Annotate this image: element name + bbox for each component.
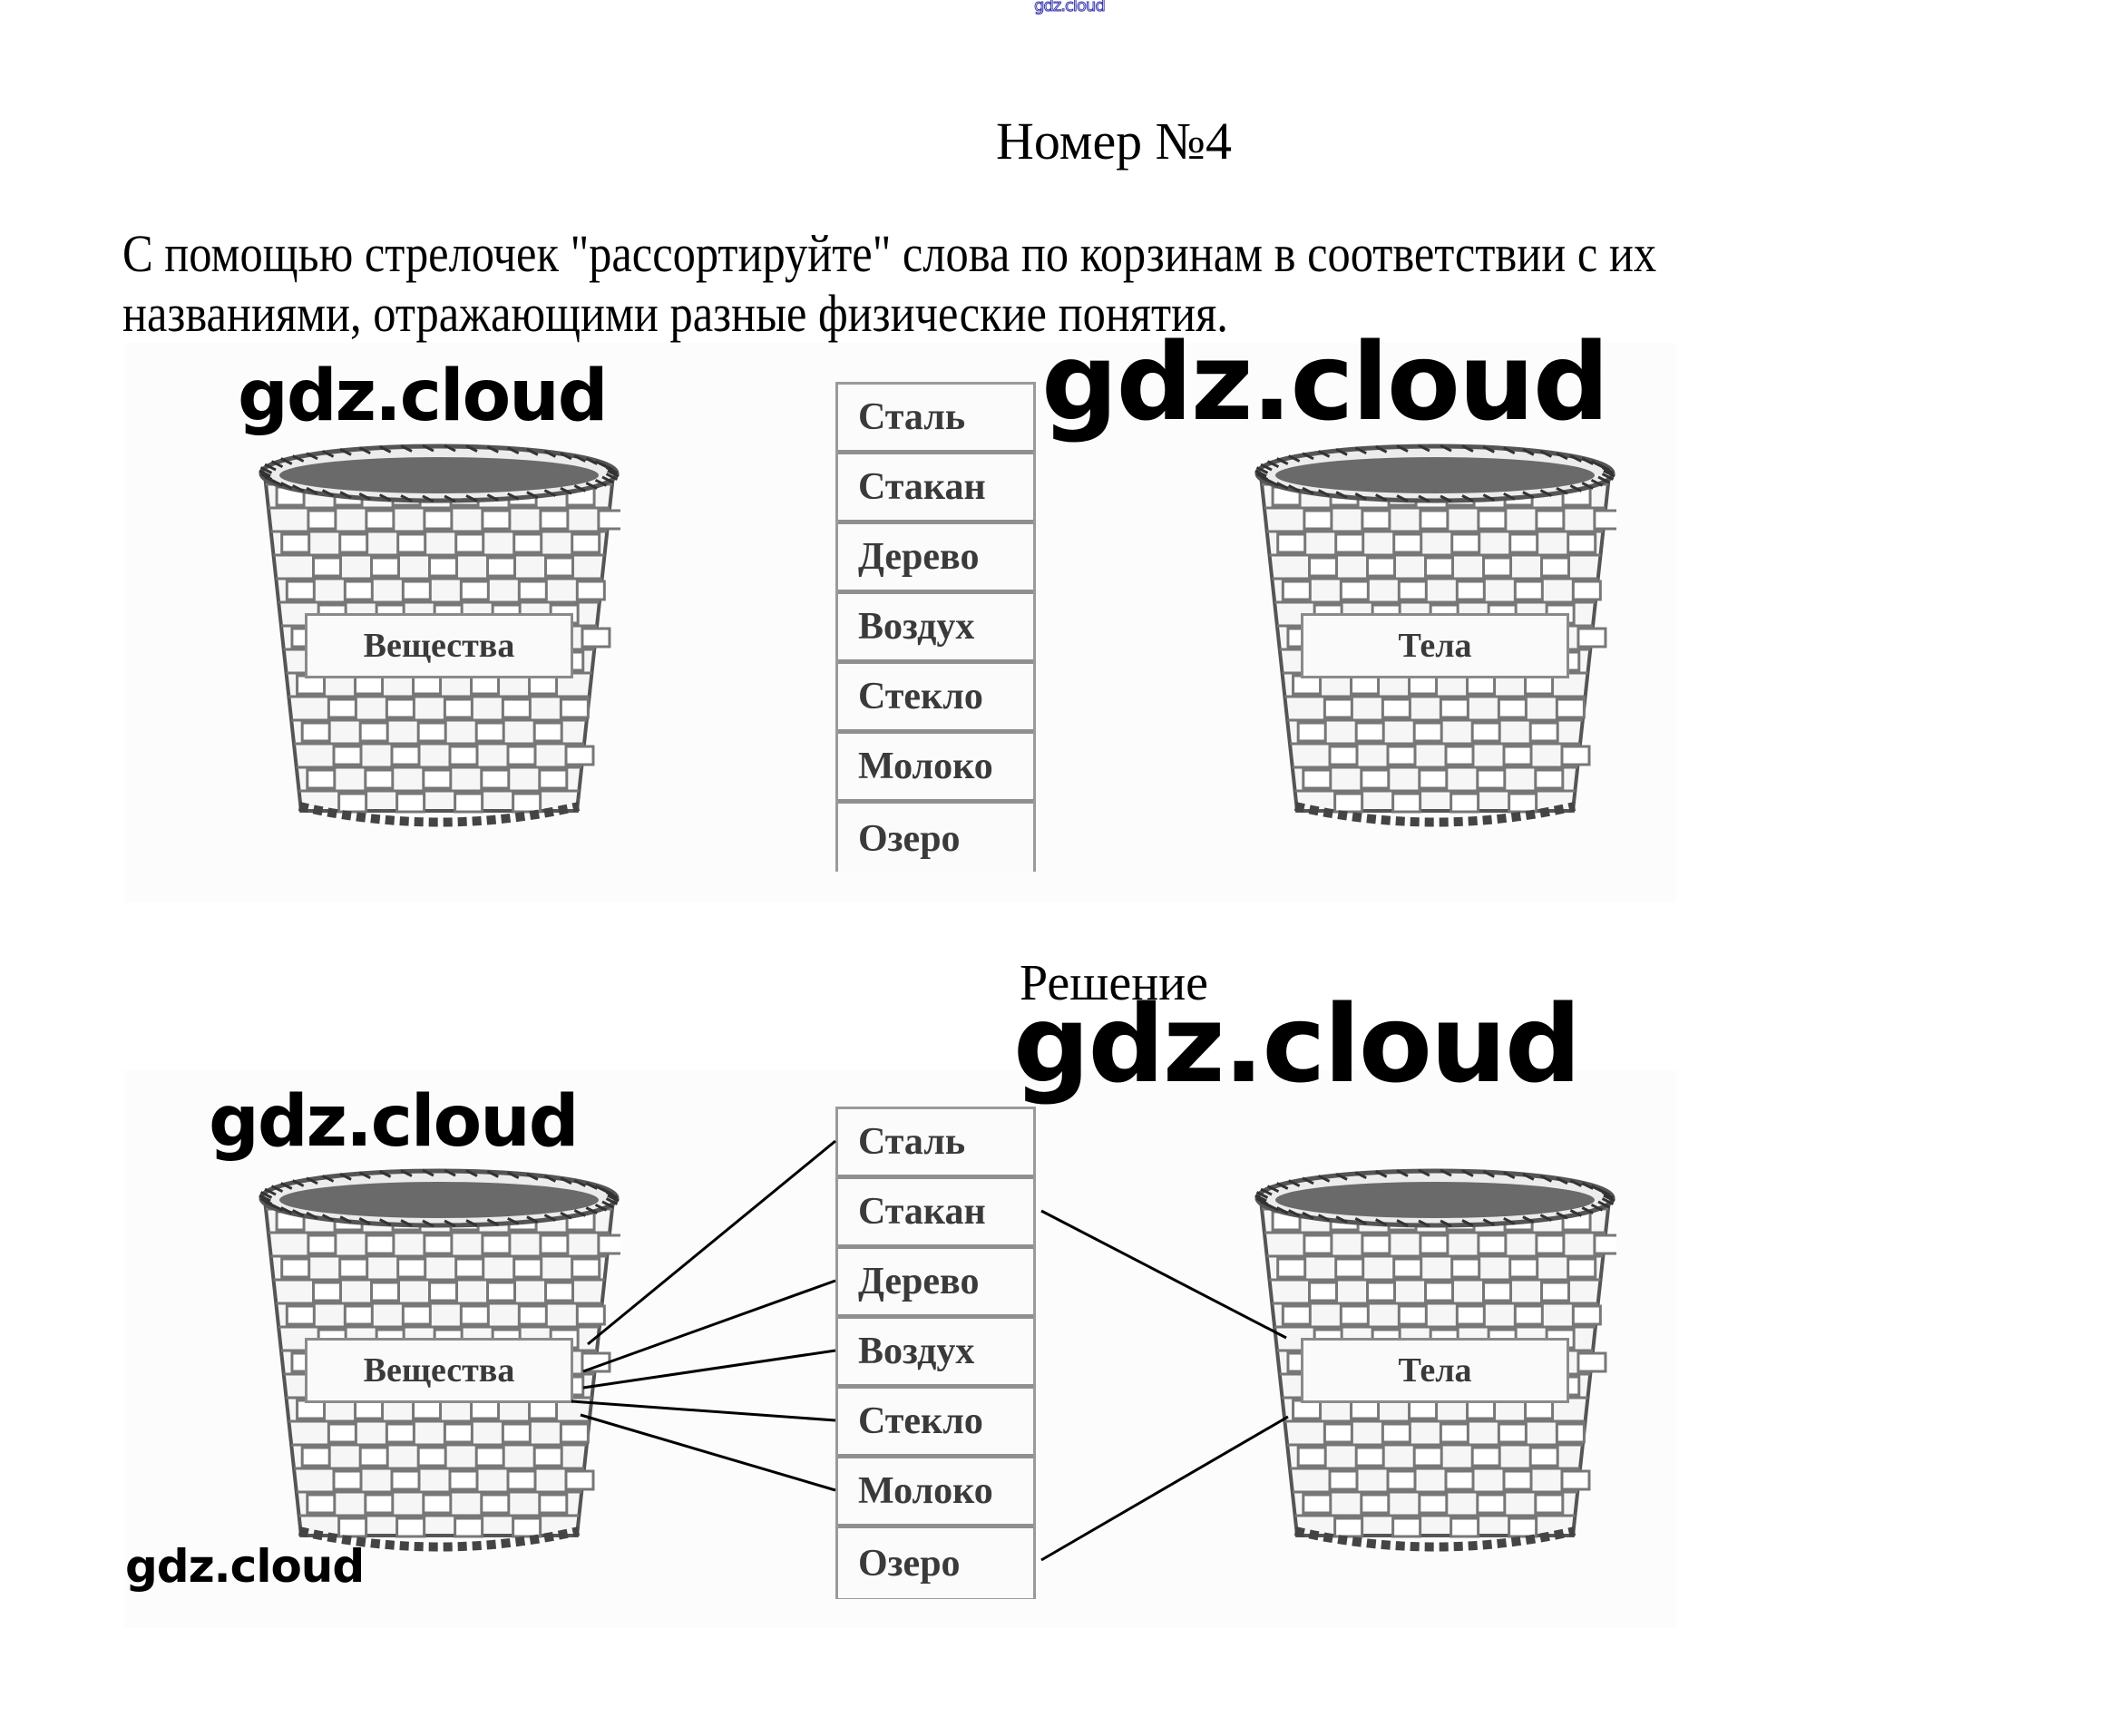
basket-label: Вещества [305, 1338, 573, 1403]
basket-substances: Вещества [258, 1164, 628, 1563]
word-item[interactable]: Дерево [838, 524, 1033, 594]
top-watermark: gdz.cloud [1034, 0, 1107, 16]
watermark: gdz.cloud [209, 1081, 580, 1163]
basket-substances: Вещества [258, 439, 628, 838]
basket-label: Тела [1301, 613, 1569, 678]
word-item[interactable]: Сталь [838, 1109, 1033, 1179]
basket-label: Вещества [305, 613, 573, 678]
basket-label: Тела [1301, 1338, 1569, 1403]
watermark: gdz.cloud [1041, 319, 1609, 444]
word-item[interactable]: Молоко [838, 734, 1033, 804]
word-item[interactable]: Дерево [838, 1249, 1033, 1319]
instruction-line-1: С помощью стрелочек "рассортируйте" слов… [122, 224, 1657, 283]
page-title: Номер №4 [995, 112, 1233, 171]
solution-title: Решение [1020, 955, 1209, 1011]
word-item[interactable]: Стакан [838, 454, 1033, 524]
watermark: gdz.cloud [238, 356, 609, 437]
word-list-solution: Сталь Стакан Дерево Воздух Стекло Молоко… [835, 1107, 1036, 1599]
basket-icon [1254, 1168, 1624, 1552]
basket-bodies: Тела [1254, 1164, 1624, 1563]
word-item[interactable]: Стакан [838, 1179, 1033, 1249]
watermark: gdz.cloud [1013, 981, 1581, 1107]
word-item[interactable]: Воздух [838, 594, 1033, 664]
word-item[interactable]: Озеро [838, 804, 1033, 873]
watermark: gdz.cloud [125, 1540, 365, 1593]
word-item[interactable]: Воздух [838, 1319, 1033, 1389]
basket-bodies: Тела [1254, 439, 1624, 838]
instruction-line-2: названиями, отражающими разные физически… [122, 284, 1228, 343]
word-list: Сталь Стакан Дерево Воздух Стекло Молоко… [835, 382, 1036, 873]
word-item[interactable]: Стекло [838, 1389, 1033, 1458]
word-item[interactable]: Стекло [838, 664, 1033, 734]
word-item[interactable]: Молоко [838, 1458, 1033, 1528]
word-item[interactable]: Озеро [838, 1528, 1033, 1598]
word-item[interactable]: Сталь [838, 385, 1033, 454]
